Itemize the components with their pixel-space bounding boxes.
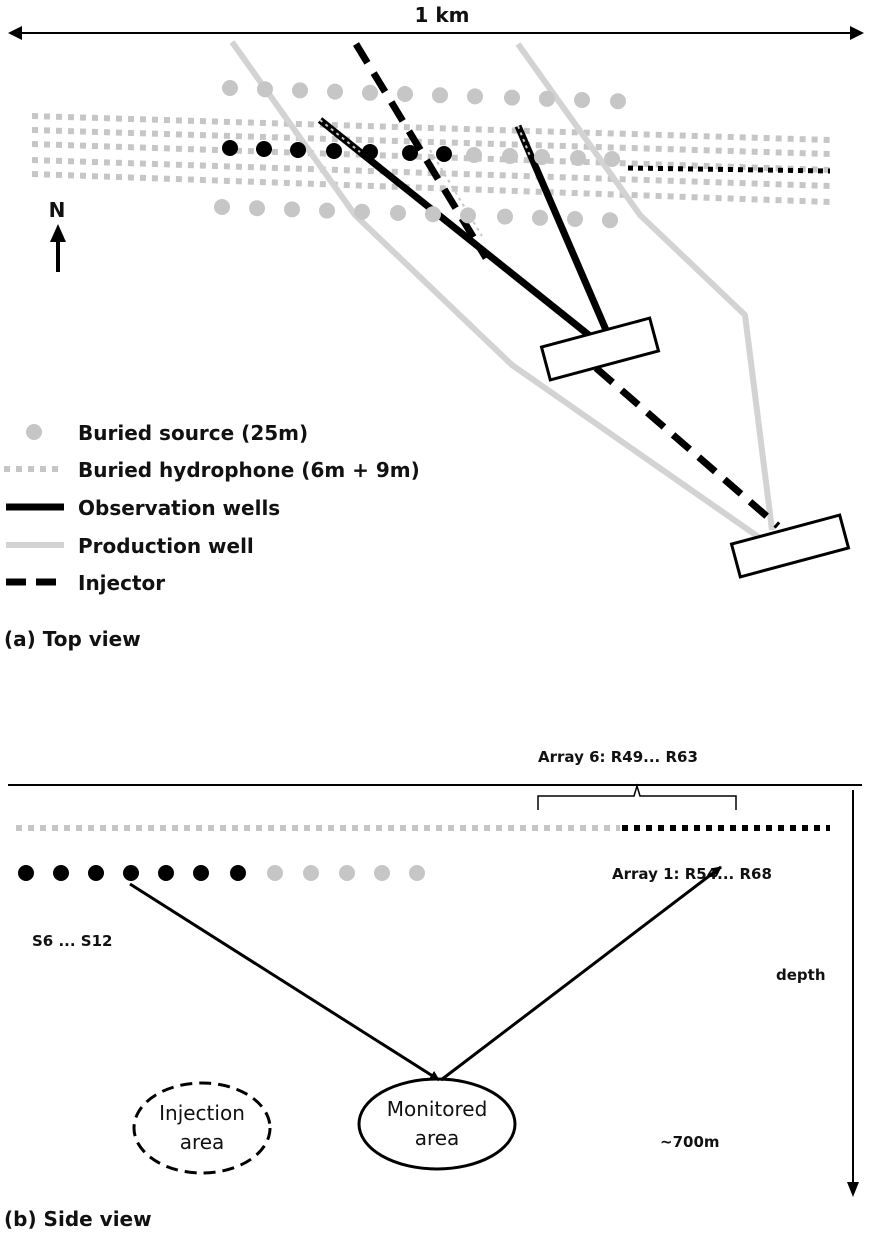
source-dot	[467, 88, 483, 105]
source-dot	[539, 90, 555, 107]
svg-text:Observation wells: Observation wells	[78, 496, 280, 520]
legend-item-hydrophone: Buried hydrophone (6m + 9m)	[4, 458, 420, 482]
legend: Buried source (25m) Buried hydrophone (6…	[4, 421, 420, 595]
side-view-panel: Array 6: R49... R63 S6 ... S12 Array 1: …	[4, 748, 862, 1231]
source-dot	[326, 143, 342, 159]
svg-text:Buried hydrophone (6m + 9m): Buried hydrophone (6m + 9m)	[78, 458, 420, 482]
injector-well-lower	[593, 365, 781, 529]
source-dot	[460, 207, 476, 224]
source-range-label: S6 ... S12	[32, 932, 112, 950]
source-dot	[432, 87, 448, 104]
source-dot	[284, 201, 300, 218]
hydrophone-lines	[31, 113, 831, 205]
source-dot	[602, 212, 618, 229]
source-dot	[158, 865, 174, 881]
scale-left-arrow-icon	[8, 26, 22, 40]
depth-label: depth	[776, 966, 826, 984]
source-dot	[570, 150, 586, 166]
north-label: N	[49, 198, 66, 222]
source-dot	[497, 208, 513, 225]
array6-label: Array 6: R49... R63	[538, 748, 698, 766]
source-dot	[504, 89, 520, 106]
source-dot	[362, 84, 378, 101]
active-hydrophone-array	[627, 165, 831, 174]
source-dot	[18, 865, 34, 881]
panel-b-label: (b) Side view	[4, 1207, 152, 1231]
array1-label: Array 1: R54... R68	[612, 865, 772, 883]
source-dot	[436, 146, 452, 162]
svg-text:Production well: Production well	[78, 534, 254, 558]
production-wells	[229, 40, 775, 541]
source-dot	[534, 149, 550, 165]
svg-text:Injector: Injector	[78, 571, 165, 595]
array6-bracket	[537, 783, 737, 810]
scale-bar: 1 km	[8, 3, 864, 40]
source-dot	[123, 865, 139, 881]
source-dot	[604, 151, 620, 167]
source-dot	[574, 92, 590, 108]
svg-text:Injection: Injection	[159, 1101, 245, 1125]
depth-value-label: ~700m	[660, 1133, 720, 1151]
svg-text:area: area	[180, 1130, 225, 1154]
legend-item-source: Buried source (25m)	[26, 421, 308, 445]
source-dot	[193, 865, 209, 881]
source-dot	[610, 93, 626, 110]
depth-arrow-icon	[847, 1182, 859, 1197]
source-dot	[222, 140, 238, 156]
source-dot	[567, 211, 583, 227]
source-dot	[214, 199, 230, 215]
scale-right-arrow-icon	[850, 26, 864, 40]
scale-label: 1 km	[414, 3, 469, 27]
source-dot	[230, 865, 246, 881]
buried-sources-side	[18, 865, 425, 881]
source-dot	[374, 865, 390, 881]
svg-text:Monitored: Monitored	[387, 1097, 488, 1121]
source-dot	[303, 865, 319, 881]
source-dot	[397, 86, 413, 102]
north-arrow: N	[49, 198, 66, 272]
source-dot	[267, 865, 283, 881]
monitored-area: Monitored area	[357, 1077, 517, 1171]
source-dot	[402, 145, 418, 161]
legend-item-injector: Injector	[6, 571, 165, 595]
source-dot	[354, 203, 370, 220]
well-pad-south	[729, 513, 851, 579]
source-dot	[53, 865, 69, 881]
source-dot	[532, 209, 548, 226]
source-dot	[222, 80, 238, 96]
source-dot	[390, 205, 406, 221]
source-dot	[327, 83, 343, 100]
upgoing-ray	[440, 865, 722, 1082]
well-top-overlay	[319, 119, 531, 237]
source-dot	[249, 200, 265, 217]
injection-area: Injection area	[132, 1081, 272, 1175]
source-dot	[257, 81, 273, 98]
source-dot	[319, 202, 335, 219]
source-dot	[502, 148, 518, 164]
source-dot	[362, 144, 378, 160]
source-dot	[88, 865, 104, 881]
source-dot	[292, 82, 308, 99]
source-dot	[256, 141, 272, 157]
panel-a-label: (a) Top view	[4, 627, 141, 651]
legend-item-production: Production well	[6, 534, 254, 558]
source-dot	[339, 865, 355, 881]
source-dot	[409, 865, 425, 881]
svg-text:area: area	[415, 1126, 460, 1150]
downgoing-ray	[129, 882, 440, 1082]
source-dot	[425, 206, 441, 223]
source-dot	[466, 147, 482, 163]
buried-sources-top	[214, 80, 626, 229]
north-arrow-icon	[50, 224, 66, 242]
source-dot	[290, 142, 306, 158]
svg-text:Buried source (25m): Buried source (25m)	[78, 421, 308, 445]
well-pad-north	[539, 316, 661, 382]
legend-item-observation: Observation wells	[6, 496, 280, 520]
top-view-panel: 1 km N	[4, 3, 864, 651]
